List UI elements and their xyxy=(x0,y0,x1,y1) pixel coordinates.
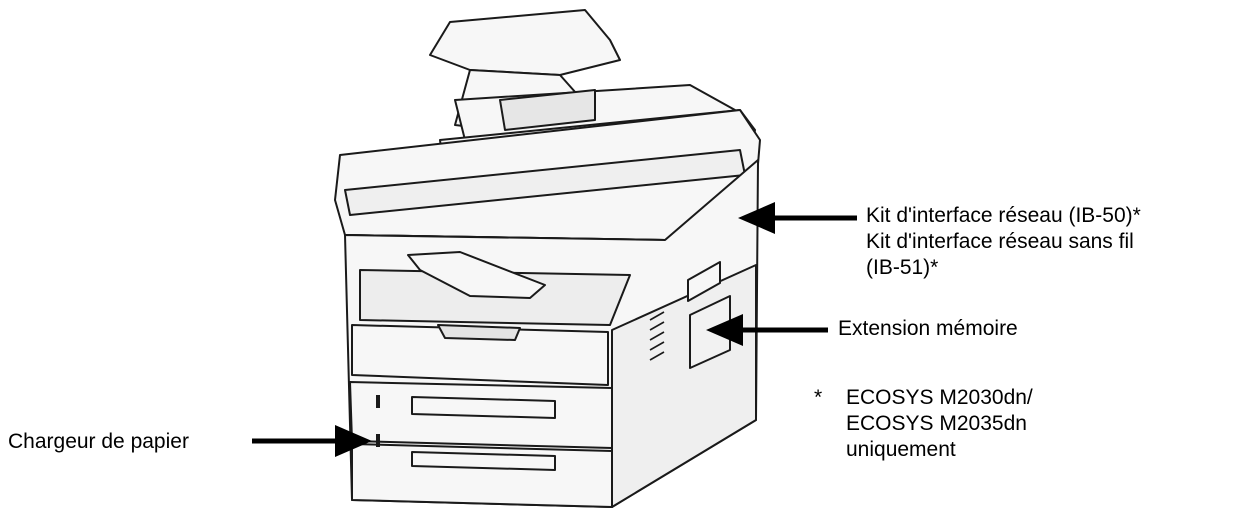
footnote-line-3: uniquement xyxy=(846,438,956,461)
network-kit-line-1: Kit d'interface réseau (IB-50)* xyxy=(866,204,1141,227)
footnote-marker: * xyxy=(814,386,823,409)
paper-feeder-label: Chargeur de papier xyxy=(8,430,189,453)
network-kit-line-3: (IB-51)* xyxy=(866,256,939,279)
arrow-memory-extension xyxy=(706,314,828,346)
memory-extension-label: Extension mémoire xyxy=(838,317,1018,340)
arrow-paper-feeder xyxy=(252,425,372,457)
footnote-line-1: ECOSYS M2030dn/ xyxy=(846,386,1033,409)
footnote-line-2: ECOSYS M2035dn xyxy=(846,412,1027,435)
arrow-network-kit xyxy=(738,202,857,234)
network-kit-line-2: Kit d'interface réseau sans fil xyxy=(866,230,1134,253)
network-kit-label: Kit d'interface réseau (IB-50)* Kit d'in… xyxy=(866,203,1141,281)
